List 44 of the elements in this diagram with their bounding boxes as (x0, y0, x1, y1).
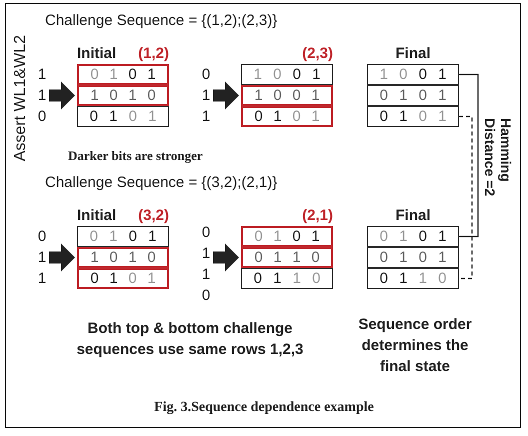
selected-bit-row: 1 0 1 0 (77, 247, 169, 268)
pair-heading: (2,3) (302, 45, 333, 62)
block-arrow (49, 82, 75, 110)
bit-row: 0 1 0 1 (367, 106, 459, 127)
selected-bit-row: 0 1 0 1 (241, 226, 333, 247)
connector-line (459, 74, 479, 238)
distance-label: Hamming Distance =2 (482, 118, 514, 198)
array-heading: Final (395, 45, 430, 62)
block-arrow (213, 82, 239, 110)
connector-line (459, 116, 473, 280)
pair-heading: (3,2) (138, 207, 169, 224)
selected-bit-row: 1 0 0 1 (241, 85, 333, 106)
bit-row: 0 1 1 0 (367, 268, 459, 289)
selected-bit-row: 1 0 1 0 (77, 85, 169, 106)
bit-row: 1 0 0 1 (367, 64, 459, 85)
note-text: Darker bits are stronger (68, 148, 203, 164)
summary-text: Both top & bottom challenge sequences use same rows 1,2,3 (76, 319, 304, 360)
block-arrow (49, 244, 75, 272)
summary-text: Sequence order determines the final state (357, 315, 473, 377)
bit-row: 0 1 0 1 (367, 226, 459, 247)
bit-row: 0 1 0 1 (367, 85, 459, 106)
bit-row: 0 1 0 1 (77, 226, 169, 247)
array-heading: Final (395, 207, 430, 224)
array-heading: Initial (77, 45, 116, 62)
selected-bit-row: 0 1 0 1 (77, 268, 169, 289)
pair-heading: (2,1) (302, 207, 333, 224)
sequence-title: Challenge Sequence = {(3,2);(2,1)} (45, 174, 278, 191)
input-vector: 1 1 0 (36, 64, 48, 127)
selected-bit-row: 0 1 0 1 (241, 106, 333, 127)
selected-bit-row: 0 1 1 0 (241, 247, 333, 268)
bit-row: 0 1 1 0 (241, 268, 333, 289)
bit-row: 0 1 0 1 (367, 247, 459, 268)
array-heading: Initial (77, 207, 116, 224)
sequence-title: Challenge Sequence = {(1,2);(2,3)} (45, 12, 278, 29)
figure-caption: Fig. 3.Sequence dependence example (153, 400, 375, 416)
axis-label: Assert WL1&WL2 (12, 35, 30, 162)
input-vector: 0 1 1 (200, 64, 212, 127)
pair-heading: (1,2) (138, 45, 169, 62)
bit-row: 1 0 0 1 (241, 64, 333, 85)
block-arrow (213, 244, 239, 272)
input-vector: 0 1 1 (36, 226, 48, 289)
selected-bit-row: 0 1 0 1 (77, 64, 169, 85)
input-vector: 0 1 1 0 (200, 222, 212, 306)
bit-row: 0 1 0 1 (77, 106, 169, 127)
